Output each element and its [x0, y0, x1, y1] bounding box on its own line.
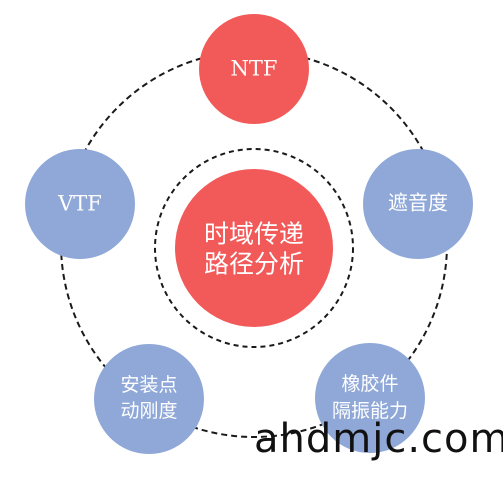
node-sound-insulation-label: 遮音度	[388, 191, 448, 215]
node-ntf-circle	[199, 14, 309, 124]
node-ntf-label: NTF	[231, 57, 278, 81]
center-circle	[175, 169, 333, 327]
inner-dashed-ring	[154, 148, 354, 348]
node-mount-stiffness-circle	[94, 344, 204, 454]
node-vtf-label: VTF	[57, 192, 102, 216]
watermark-text: ahdmjc.com	[254, 416, 503, 462]
node-rubber-isolation-label-line1: 橡胶件	[341, 373, 398, 395]
node-sound-insulation-circle	[363, 149, 473, 259]
node-mount-stiffness-label-line1: 安装点	[120, 374, 177, 396]
node-rubber-isolation-circle	[315, 343, 425, 453]
node-vtf: VTF	[25, 149, 135, 259]
node-mount-stiffness-label-line2: 动刚度	[120, 400, 177, 422]
center-label-line2: 路径分析	[204, 250, 304, 279]
node-rubber-isolation: 橡胶件 隔振能力	[315, 343, 425, 453]
center-label-line1: 时域传递	[204, 220, 304, 249]
node-vtf-circle	[25, 149, 135, 259]
center-node: 时域传递 路径分析	[175, 169, 333, 327]
node-ntf: NTF	[199, 14, 309, 124]
node-sound-insulation: 遮音度	[363, 149, 473, 259]
node-mount-stiffness: 安装点 动刚度	[94, 344, 204, 454]
node-rubber-isolation-label-line2: 隔振能力	[332, 400, 408, 422]
